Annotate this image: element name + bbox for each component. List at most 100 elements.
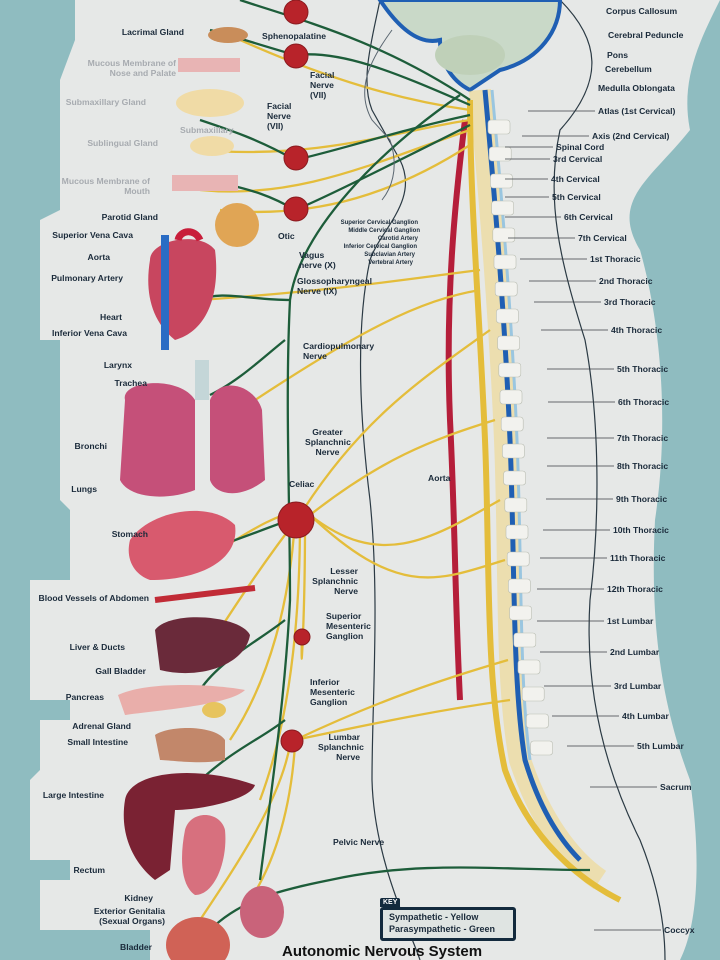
label-sublingual-gland: Sublingual Gland — [87, 138, 158, 148]
small-intestine-art — [155, 728, 225, 763]
label-cerebral-peduncle: Cerebral Peduncle — [608, 30, 684, 40]
label-otic: Otic — [278, 231, 295, 241]
pancreas-art — [118, 685, 245, 715]
label-submaxillary-ganglion: Submaxillary — [180, 125, 234, 135]
label-larynx: Larynx — [103, 360, 132, 370]
label-mucous-membrane-mouth: Mucous Membrane of Mouth — [61, 176, 150, 196]
mouth-mucosa-art — [172, 175, 238, 191]
label-spine-20: 1st Lumbar — [607, 616, 654, 626]
bladder-art — [166, 917, 230, 960]
vertebra-0 — [487, 119, 511, 135]
label-spine-0: Atlas (1st Cervical) — [598, 106, 676, 116]
label-greater-splanchnic-nerve: Greater Splanchnic Nerve — [305, 427, 351, 457]
label-cardiopulmonary-nerve: Cardiopulmonary Nerve — [303, 341, 375, 361]
label-spine-22: 3rd Lumbar — [614, 681, 662, 691]
label-large-intestine: Large Intestine — [42, 790, 104, 800]
label-spine-6: 6th Cervical — [564, 212, 613, 222]
vertebra-21 — [521, 686, 545, 702]
ganglion-submaxillary — [283, 145, 309, 171]
label-lacrimal-gland: Lacrimal Gland — [121, 27, 184, 37]
label-lungs: Lungs — [71, 484, 97, 494]
label-spine-9: 2nd Thoracic — [599, 276, 653, 286]
vertebra-11 — [500, 416, 524, 432]
label-blood-vessels-abdomen: Blood Vessels of Abdomen — [38, 593, 149, 603]
label-facial-nerve-lower: Facial Nerve (VII) — [267, 101, 292, 131]
label-spine-18: 11th Thoracic — [610, 553, 666, 563]
sympathetic-chain — [467, 99, 622, 903]
label-bladder: Bladder — [120, 942, 152, 952]
label-pulmonary-artery: Pulmonary Artery — [51, 273, 123, 283]
back-outline — [553, 0, 666, 960]
label-spine-25: Sacrum — [660, 782, 692, 792]
label-inferior-vena-cava: Inferior Vena Cava — [52, 328, 127, 338]
right-lung-art — [210, 385, 265, 494]
label-spine-2: Spinal Cord — [556, 142, 605, 152]
vertebra-8 — [497, 335, 520, 351]
trachea-art — [195, 360, 209, 400]
label-spine-12: 5th Thoracic — [617, 364, 669, 374]
vertebrae — [487, 119, 553, 756]
label-spine-13: 6th Thoracic — [618, 397, 670, 407]
label-parotid-gland: Parotid Gland — [101, 212, 158, 222]
label-carotid-artery: Carotid Artery — [377, 236, 418, 242]
label-medulla-oblongata: Medulla Oblongata — [598, 83, 675, 93]
label-subclavian-artery: Subclavian Artery — [364, 252, 415, 258]
label-inferior-mesenteric-ganglion: Inferior Mesenteric Ganglion — [310, 677, 355, 707]
adrenal-gland-art — [202, 702, 226, 718]
abdomen-vessels-art — [154, 585, 256, 603]
vertebra-6 — [494, 281, 518, 297]
vertebra-13 — [503, 470, 526, 486]
key-sympathetic: Sympathetic - Yellow — [389, 912, 479, 922]
label-gall-bladder: Gall Bladder — [95, 666, 146, 676]
vertebra-1 — [488, 146, 512, 162]
label-spine-7: 7th Cervical — [578, 233, 627, 243]
ganglion-sphenopalatine — [283, 43, 309, 69]
sublingual-gland-art — [190, 136, 234, 156]
vertebra-9 — [498, 362, 522, 378]
genitalia-art — [240, 886, 284, 938]
vertebra-20 — [517, 659, 541, 675]
label-spine-3: 3rd Cervical — [553, 154, 603, 164]
ganglion-inferior-mesenteric — [280, 729, 304, 753]
parotid-gland-art — [215, 203, 259, 247]
label-mucous-membrane-nose: Mucous Membrane of Nose and Palate — [87, 58, 176, 78]
vertebra-3 — [491, 200, 514, 216]
label-sphenopalatine: Sphenopalatine — [262, 31, 326, 41]
aorta-vessel — [445, 119, 468, 701]
label-trachea: Trachea — [114, 378, 148, 388]
label-pancreas: Pancreas — [65, 692, 104, 702]
label-spine-11: 4th Thoracic — [611, 325, 663, 335]
nasal-mucosa-art — [178, 58, 240, 72]
submaxillary-gland-art — [176, 89, 244, 117]
label-spine-14: 7th Thoracic — [617, 433, 669, 443]
label-pelvic-nerve: Pelvic Nerve — [333, 837, 385, 847]
label-aorta-spine: Aorta — [428, 473, 451, 483]
label-liver-ducts: Liver & Ducts — [69, 642, 125, 652]
label-adrenal-gland: Adrenal Gland — [72, 721, 131, 731]
label-spine-23: 4th Lumbar — [622, 711, 669, 721]
organ-illustrations — [118, 27, 284, 960]
label-lesser-splanchnic-nerve: Lesser Splanchnic Nerve — [312, 566, 358, 596]
vertebra-2 — [490, 173, 513, 189]
label-stomach: Stomach — [111, 529, 148, 539]
poster-title: Autonomic Nervous System — [282, 943, 483, 960]
label-submaxillary-gland: Submaxillary Gland — [65, 97, 146, 107]
vertebra-16 — [506, 551, 530, 567]
large-intestine-art — [123, 773, 255, 880]
left-lung-art — [120, 383, 195, 497]
label-pons: Pons — [607, 50, 629, 60]
stomach-art — [128, 510, 236, 580]
label-cerebellum: Cerebellum — [605, 64, 652, 74]
label-inferior-cervical-ganglion: Inferior Cervical Ganglion — [343, 244, 417, 250]
vertebra-7 — [496, 308, 519, 324]
ganglion-superior-mesenteric — [293, 628, 311, 646]
label-spine-8: 1st Thoracic — [590, 254, 641, 264]
key-tag: KEY — [380, 898, 401, 907]
label-lumbar-splanchnic-nerve: Lumbar Splanchnic Nerve — [318, 732, 364, 762]
label-celiac: Celiac — [289, 479, 315, 489]
ganglion-ciliary — [283, 0, 309, 25]
label-superior-cervical-ganglion: Superior Cervical Ganglion — [340, 220, 418, 226]
ganglion-otic — [283, 196, 309, 222]
vertebra-10 — [499, 389, 523, 405]
